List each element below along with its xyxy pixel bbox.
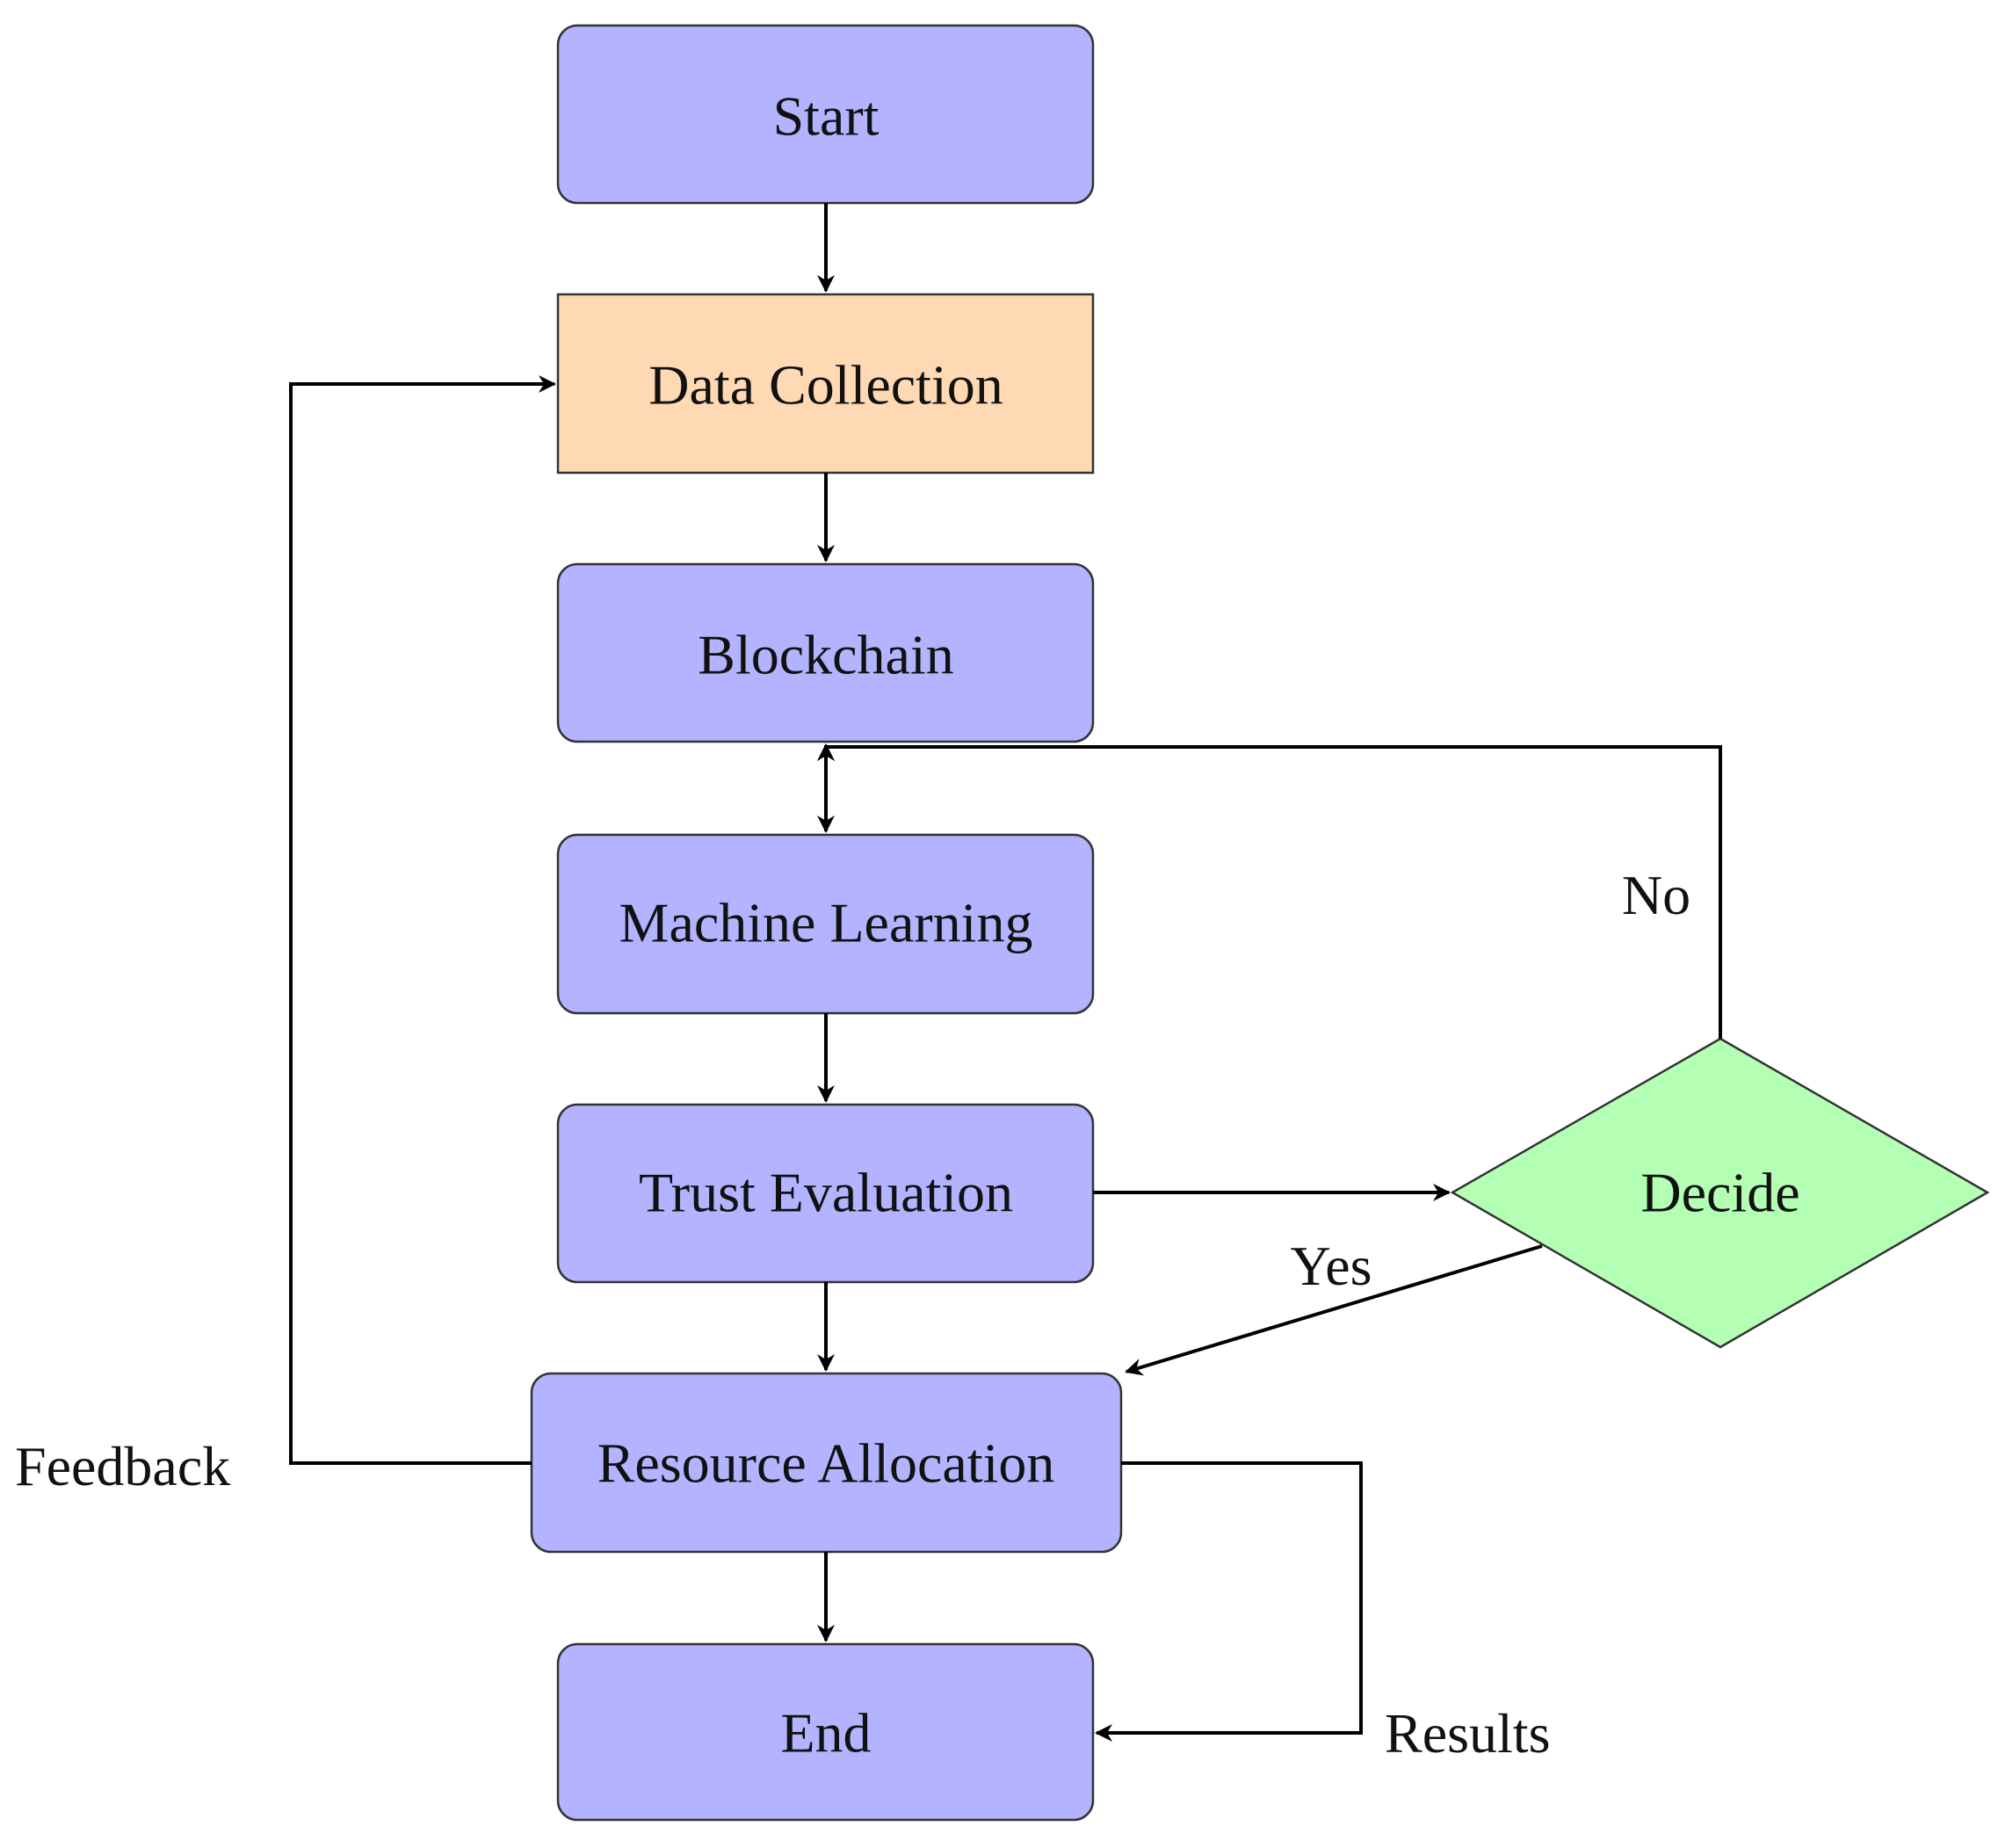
node-end: End (556, 1642, 1095, 1822)
label-yes: Yes (1290, 1235, 1372, 1297)
label-results: Results (1385, 1702, 1550, 1765)
node-trust-evaluation-label: Trust Evaluation (639, 1162, 1013, 1224)
label-no: No (1622, 864, 1690, 926)
node-blockchain: Blockchain (556, 562, 1095, 743)
node-blockchain-label: Blockchain (698, 624, 953, 686)
edge-feedback (289, 375, 556, 1465)
edge-results (1095, 1461, 1363, 1742)
node-decide: Decide (1450, 1037, 1990, 1349)
node-data-collection: Data Collection (556, 293, 1095, 475)
label-feedback: Feedback (15, 1435, 230, 1497)
node-resource-allocation-label: Resource Allocation (597, 1432, 1055, 1495)
node-data-collection-label: Data Collection (648, 354, 1003, 417)
node-machine-learning: Machine Learning (556, 833, 1095, 1015)
node-trust-evaluation: Trust Evaluation (556, 1103, 1095, 1284)
node-start-label: Start (773, 85, 880, 148)
node-start: Start (556, 24, 1095, 205)
node-decide-label: Decide (1640, 1162, 1799, 1224)
edge-decide-no (817, 743, 1722, 1039)
node-resource-allocation: Resource Allocation (530, 1372, 1123, 1554)
node-end-label: End (780, 1702, 871, 1765)
edge-decide-yes (1125, 1244, 1543, 1376)
node-machine-learning-label: Machine Learning (619, 892, 1033, 954)
